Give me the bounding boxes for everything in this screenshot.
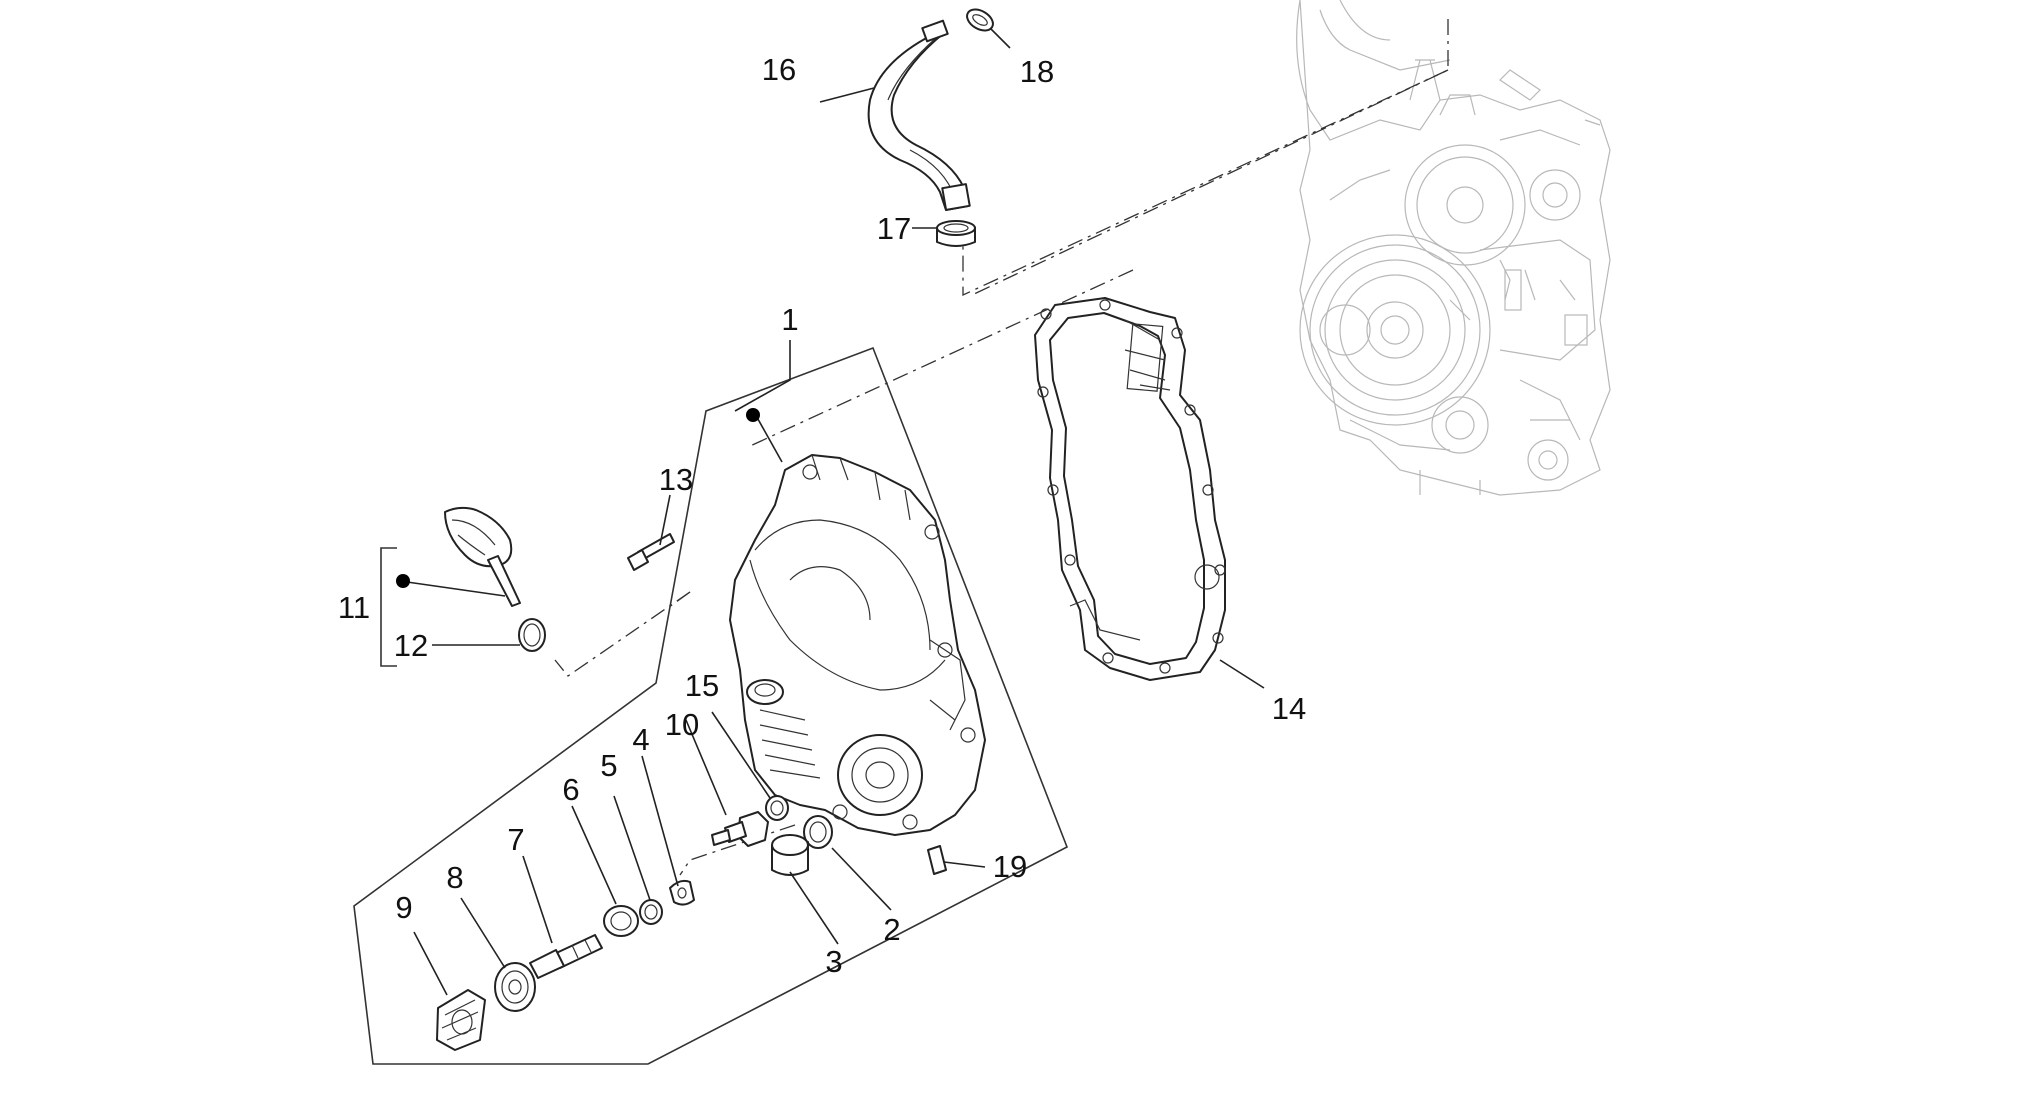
callout-2: 2: [883, 912, 900, 947]
gasket-part: [1034, 297, 1226, 681]
bracket-11-12: [380, 547, 397, 667]
callout-11: 11: [338, 590, 370, 625]
callout-17: 17: [877, 211, 911, 246]
hose-part: [867, 19, 971, 211]
callout-1: 1: [781, 302, 798, 337]
washer-15-part: [765, 795, 789, 821]
oring-12-part: [518, 618, 546, 652]
callout-12: 12: [394, 628, 428, 663]
callout-10: 10: [665, 707, 699, 742]
clamp-17-part: [936, 220, 976, 247]
bolt-13-part: [627, 533, 675, 571]
sensor-10-part: [711, 811, 769, 847]
callout-16: 16: [762, 52, 796, 87]
callouts: 1 2 3 4 5 6 7 8 9 10 11 12 13 14 15 16 1…: [338, 52, 1306, 979]
oring-12-inner: [523, 623, 541, 647]
callout-18: 18: [1020, 54, 1054, 89]
washer-4-part: [669, 879, 695, 906]
washer-15-inner: [770, 800, 784, 816]
seal-2-inner: [809, 821, 827, 843]
impeller-9-part: [436, 989, 486, 1051]
shaft-7-part: [529, 934, 603, 979]
callout-13: 13: [659, 462, 693, 497]
callout-6: 6: [562, 772, 579, 807]
engine-background-drawing: [1296, 0, 1611, 496]
cover-part: [729, 454, 986, 836]
plug-3-part: [771, 834, 809, 876]
pin-19-part: [927, 845, 947, 875]
callout-15: 15: [685, 668, 719, 703]
assembly-frame: [353, 346, 1069, 1065]
callout-9: 9: [395, 890, 412, 925]
callout-7: 7: [507, 822, 524, 857]
marker-dot-11: [396, 574, 410, 588]
callout-5: 5: [600, 748, 617, 783]
callout-8: 8: [446, 860, 463, 895]
alignment-lines: [554, 19, 1449, 876]
bearing-8-part: [494, 962, 536, 1012]
seal-6-inner: [610, 911, 632, 931]
callout-19: 19: [993, 849, 1027, 884]
ring-5-inner: [644, 904, 658, 920]
seal-2-part: [803, 815, 833, 849]
callout-3: 3: [825, 944, 842, 979]
clamp-18-part: [966, 8, 994, 32]
callout-4: 4: [632, 722, 649, 757]
ring-5-part: [639, 899, 663, 925]
marker-dot-1: [746, 408, 760, 422]
seal-6-part: [603, 905, 639, 937]
leader-lines: [399, 27, 1265, 996]
callout-14: 14: [1272, 691, 1306, 726]
dipstick-11-part: [444, 506, 521, 607]
